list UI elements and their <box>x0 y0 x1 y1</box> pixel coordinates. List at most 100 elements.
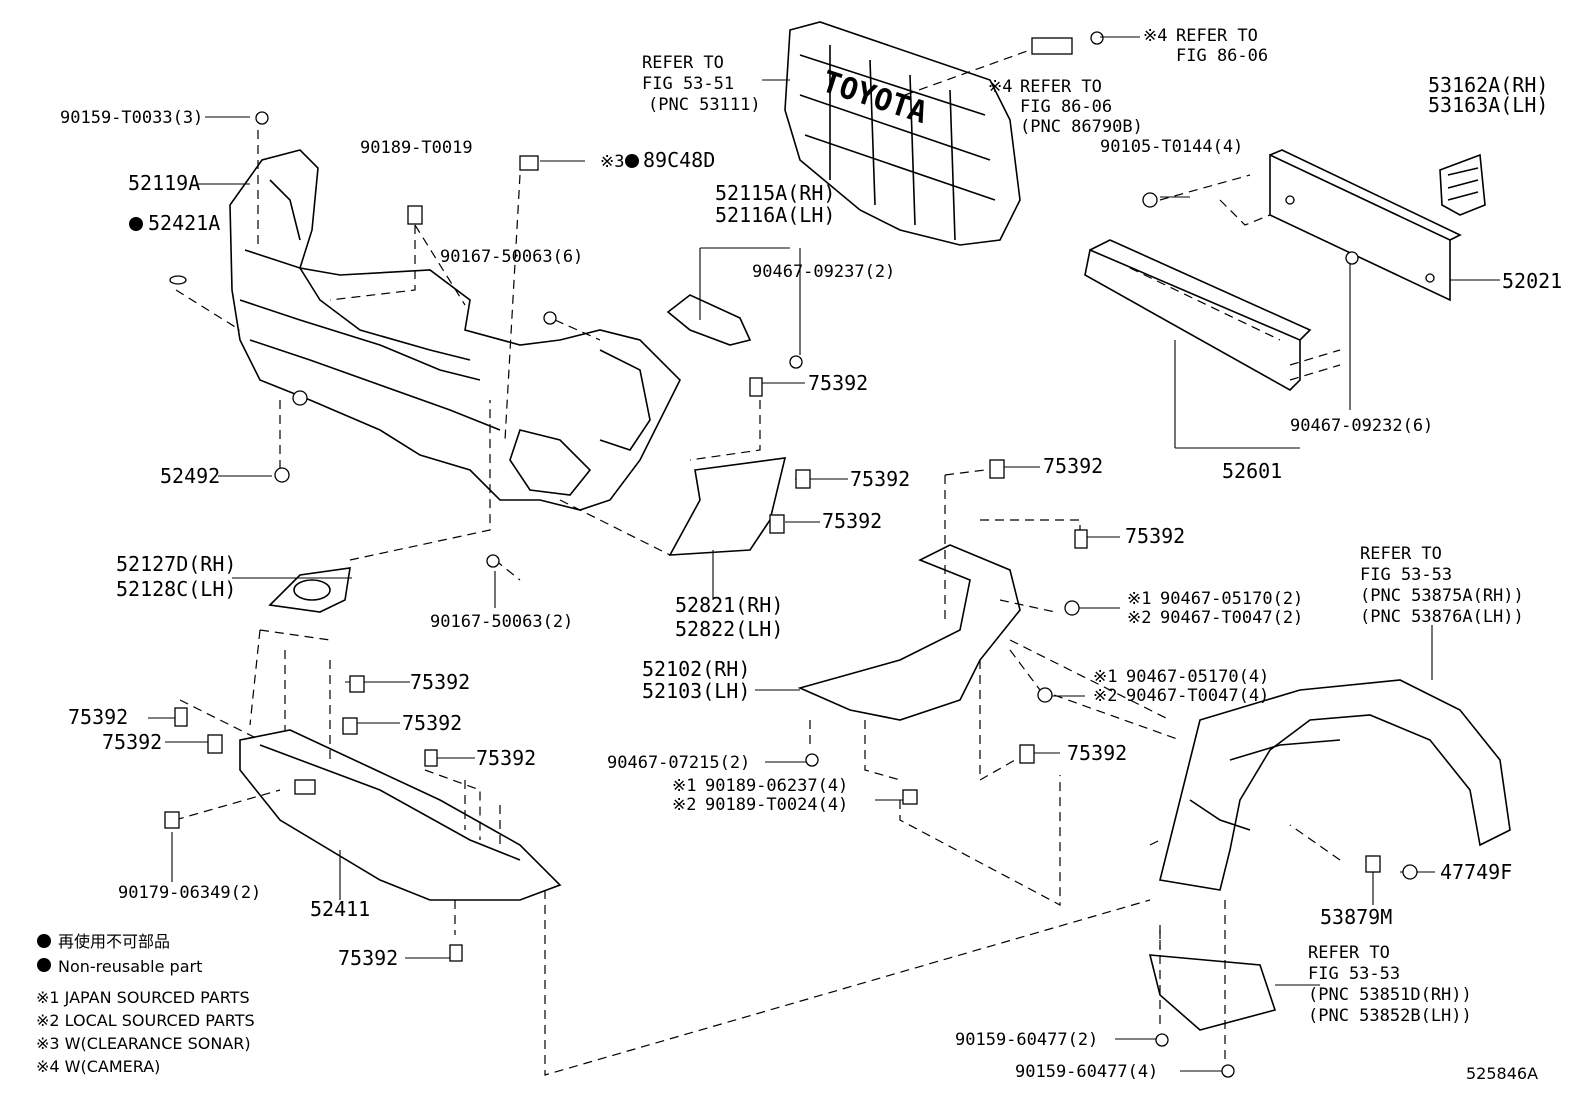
label-90467-t0047-2: 90467-T0047(2) <box>1160 608 1303 628</box>
label-90167-50063-6: 90167-50063(6) <box>440 247 583 267</box>
bolt-icon <box>255 111 269 125</box>
label-refer-5351-b: FIG 53-51 <box>642 74 734 94</box>
label-53163a: 53163A(LH) <box>1428 93 1548 117</box>
clip-icon <box>174 707 188 727</box>
label-75392-l: 75392 <box>338 946 398 970</box>
label-note4b-b: FIG 86-06 <box>1020 97 1112 117</box>
label-note4b-mark: ※4 <box>988 77 1012 97</box>
label-refer-5353b-d: (PNC 53852B(LH)) <box>1308 1006 1472 1026</box>
label-n1-mark-b: ※1 <box>1093 667 1117 687</box>
label-75392-g: 75392 <box>410 670 470 694</box>
bullet-icon <box>37 934 51 948</box>
label-90467-05170-4: 90467-05170(4) <box>1126 667 1269 687</box>
label-89c48d-note: ※3 <box>600 152 624 172</box>
label-90467-05170-2: 90467-05170(2) <box>1160 589 1303 609</box>
label-52492: 52492 <box>160 464 220 488</box>
clip-icon <box>989 459 1005 479</box>
label-52021: 52021 <box>1502 269 1562 293</box>
screw-icon <box>805 753 819 767</box>
nut-icon <box>274 467 290 483</box>
label-refer-5353a-b: FIG 53-53 <box>1360 565 1452 585</box>
legend-note4: ※4 W(CAMERA) <box>36 1057 160 1076</box>
nut-icon <box>164 811 180 829</box>
screw-icon <box>486 554 500 568</box>
label-note4a-b: FIG 86-06 <box>1176 46 1268 66</box>
label-refer-5353b-c: (PNC 53851D(RH)) <box>1308 985 1472 1005</box>
fog-cover-drawing <box>268 567 351 613</box>
legend-note3: ※3 W(CLEARANCE SONAR) <box>36 1034 251 1053</box>
clip-icon <box>207 734 223 754</box>
label-90167-50063-2: 90167-50063(2) <box>430 612 573 632</box>
label-refer-5353a-a: REFER TO <box>1360 544 1442 564</box>
label-90189-t0019: 90189-T0019 <box>360 138 473 158</box>
screw-icon <box>1037 687 1053 703</box>
clip-icon <box>769 514 785 534</box>
bumper-retainer-drawing <box>229 149 681 511</box>
label-n1-mark-a: ※1 <box>1127 589 1151 609</box>
label-refer-5351-c: (PNC 53111) <box>648 95 761 115</box>
screw-icon <box>1064 600 1080 616</box>
non-reusable-bullet-icon <box>625 154 639 168</box>
label-53879m: 53879M <box>1320 905 1392 929</box>
label-90467-07215: 90467-07215(2) <box>607 753 750 773</box>
label-90159-60477-2: 90159-60477(2) <box>955 1030 1098 1050</box>
fender-liner-drawing <box>1159 679 1511 891</box>
label-89c48d: 89C48D <box>643 148 715 172</box>
molding-52821-drawing <box>668 457 787 556</box>
absorber-52601-drawing <box>1084 239 1312 391</box>
label-52128c: 52128C(LH) <box>116 577 236 601</box>
clip-icon <box>449 944 463 962</box>
label-75392-i: 75392 <box>476 746 536 770</box>
clip-icon <box>1019 744 1035 764</box>
label-75392-j: 75392 <box>68 705 128 729</box>
clip-icon <box>795 469 811 489</box>
screw-icon <box>1155 1033 1169 1047</box>
bolt-icon <box>1142 192 1158 208</box>
sonar-retainer-icon <box>519 155 539 171</box>
label-90467-t0047-4: 90467-T0047(4) <box>1126 686 1269 706</box>
bullet-icon <box>37 958 51 972</box>
label-75392-b: 75392 <box>850 467 910 491</box>
screw-icon <box>543 311 557 325</box>
label-75392-a: 75392 <box>808 371 868 395</box>
screw-icon <box>1221 1064 1235 1078</box>
bracket-52115a-drawing <box>666 294 752 346</box>
label-52821: 52821(RH) <box>675 593 783 617</box>
label-75392-h: 75392 <box>402 711 462 735</box>
seal-52102-drawing <box>797 544 1021 721</box>
leader-lines <box>148 36 1500 1072</box>
clip-icon <box>349 675 365 693</box>
label-90159-60477-4: 90159-60477(4) <box>1015 1062 1158 1082</box>
bracket-53162a-drawing <box>1439 153 1486 216</box>
label-52411: 52411 <box>310 897 370 921</box>
spoiler-52411-drawing <box>239 729 562 901</box>
part-labels: 90159-T0033(3) 52119A 52421A 90189-T0019… <box>60 26 1562 1083</box>
screw-icon <box>1402 864 1418 880</box>
label-90189-06237: 90189-06237(4) <box>705 776 848 796</box>
clip-icon <box>1074 529 1088 549</box>
label-75392-e: 75392 <box>1125 524 1185 548</box>
label-refer-5353b-b: FIG 53-53 <box>1308 964 1400 984</box>
label-refer-5353b-a: REFER TO <box>1308 943 1390 963</box>
mud-guard-drawing <box>1148 954 1277 1031</box>
camera-bracket-drawing <box>1031 31 1104 55</box>
assembly-dashed-lines <box>174 49 1341 1076</box>
label-75392-f: 75392 <box>1067 741 1127 765</box>
label-n1-mark-c: ※1 <box>672 776 696 796</box>
label-90467-09232: 90467-09232(6) <box>1290 416 1433 436</box>
label-52102: 52102(RH) <box>642 657 750 681</box>
label-note4b-a: REFER TO <box>1020 77 1102 97</box>
label-52822: 52822(LH) <box>675 617 783 641</box>
label-refer-5353a-d: (PNC 53876A(LH)) <box>1360 607 1524 627</box>
reinforcement-52021-drawing <box>1269 149 1462 302</box>
label-90467-09237: 90467-09237(2) <box>752 262 895 282</box>
label-75392-d: 75392 <box>1043 454 1103 478</box>
label-refer-5353a-c: (PNC 53875A(RH)) <box>1360 586 1524 606</box>
non-reusable-bullet-icon <box>129 217 143 231</box>
diagram-id: 525846A <box>1466 1064 1538 1083</box>
label-52116a: 52116A(LH) <box>715 203 835 227</box>
legend: 再使用不可部品 Non-reusable part ※1 JAPAN SOURC… <box>36 932 255 1076</box>
label-note4b-c: (PNC 86790B) <box>1020 117 1143 137</box>
legend-bullet-en: Non-reusable part <box>58 957 202 976</box>
